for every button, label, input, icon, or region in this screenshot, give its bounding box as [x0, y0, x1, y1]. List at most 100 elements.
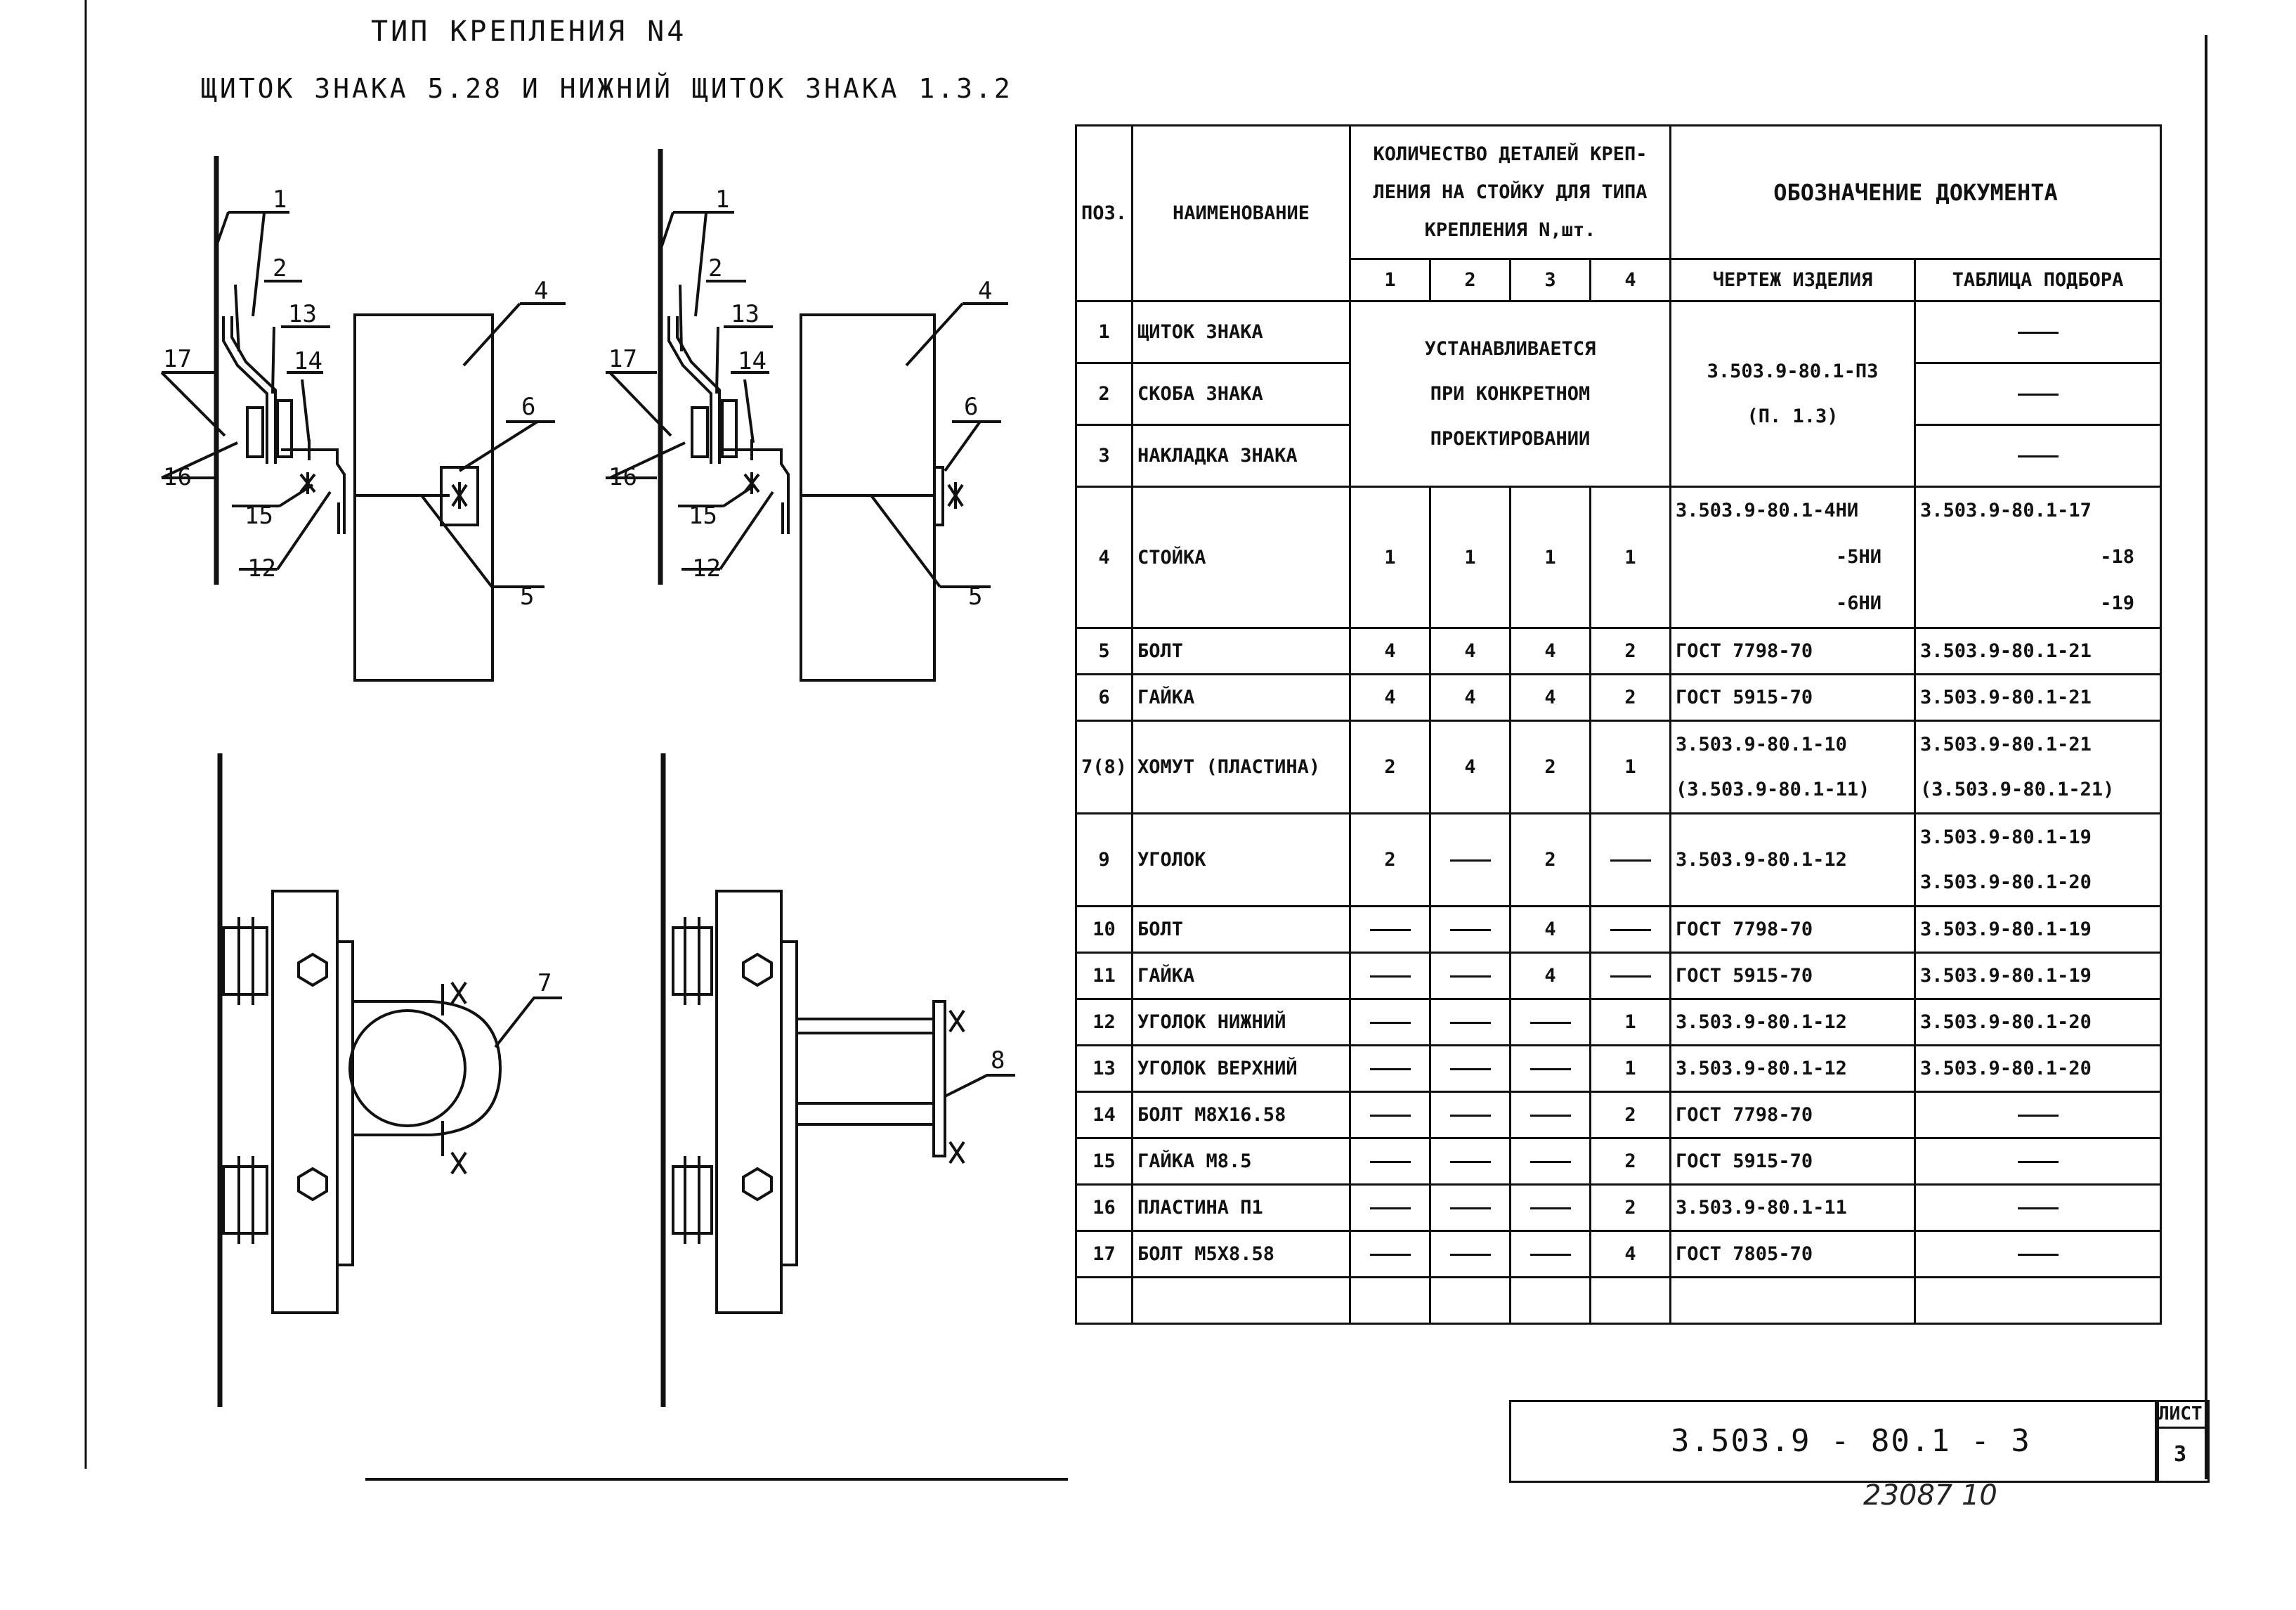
shield-drawing-line2: (П. 1.3) [1747, 405, 1839, 427]
empty-dash [1449, 1161, 1491, 1163]
row-qty-1 [1349, 905, 1431, 954]
row-selection [1914, 1276, 2163, 1325]
row-name [1131, 1276, 1351, 1325]
table-row: 9 УГОЛОК 2 2 3.503.9-80.1-12 3.503.9-80.… [1075, 812, 2163, 907]
header-type-2: 2 [1429, 258, 1511, 302]
row-selection: 3.503.9-80.1-21 [1914, 627, 2163, 675]
empty-dash [2017, 1115, 2059, 1117]
row-selection-empty [1914, 362, 2163, 426]
empty-dash [2017, 1161, 2059, 1163]
specification-table: ПОЗ. НАИМЕНОВАНИЕ КОЛИЧЕСТВО ДЕТАЛЕЙ КРЕ… [1075, 124, 2163, 1325]
row-selection: 3.503.9-80.1-19 [1914, 952, 2163, 1000]
row-qty-2 [1429, 1091, 1511, 1139]
row-qty-1 [1349, 1137, 1431, 1186]
row-selection [1914, 1183, 2163, 1232]
row-pos: 17 [1075, 1230, 1133, 1278]
row-qty-1 [1349, 1091, 1431, 1139]
callout-v2-2: 2 [708, 254, 722, 283]
row-pos: 9 [1075, 812, 1133, 907]
row-name: ГАЙКА [1131, 673, 1351, 722]
view-1-side-section [160, 156, 566, 682]
empty-dash [1449, 859, 1491, 862]
row-qty-1 [1349, 1044, 1431, 1093]
row-name: ЩИТОК ЗНАКА [1131, 300, 1351, 364]
row-qty-4: 1 [1589, 998, 1672, 1046]
row-pos: 7(8) [1075, 720, 1133, 814]
table-row: 5 БОЛТ 4 4 4 2 ГОСТ 7798-70 3.503.9-80.1… [1075, 627, 2163, 675]
empty-dash [1369, 1254, 1411, 1256]
row-qty-3 [1509, 1183, 1591, 1232]
callout-v2-15: 15 [689, 502, 717, 530]
row-selection-empty [1914, 300, 2163, 364]
table-row: 14 БОЛТ М8Х16.58 2 ГОСТ 7798-70 [1075, 1091, 2163, 1139]
empty-dash [1529, 1207, 1571, 1209]
header-qty-line3: КРЕПЛЕНИЯ N,шт. [1424, 219, 1596, 241]
row-selection-line2: -18 [2100, 546, 2135, 568]
row-name: ГАЙКА М8.5 [1131, 1137, 1351, 1186]
row-pos: 15 [1075, 1137, 1133, 1186]
row-qty-2 [1429, 1230, 1511, 1278]
row-name: НАКЛАДКА ЗНАКА [1131, 424, 1351, 488]
empty-dash [1529, 1068, 1571, 1070]
row-qty-3 [1509, 1137, 1591, 1186]
header-doc: ОБОЗНАЧЕНИЕ ДОКУМЕНТА [1669, 124, 2163, 260]
row-selection: 3.503.9-80.1-19 [1914, 905, 2163, 954]
row-qty-2 [1429, 1183, 1511, 1232]
row-qty-1 [1349, 1183, 1431, 1232]
header-qty-line1: КОЛИЧЕСТВО ДЕТАЛЕЙ КРЕП- [1373, 143, 1648, 165]
sheet-number: 3 [2174, 1442, 2187, 1467]
table-row: 11 ГАЙКА 4 ГОСТ 5915-70 3.503.9-80.1-19 [1075, 952, 2163, 1000]
row-drawing-line3: -6НИ [1835, 592, 1882, 614]
row-selection: 3.503.9-80.1-21 [1914, 673, 2163, 722]
row-selection-line3: -19 [2100, 592, 2135, 614]
row-qty-4: 1 [1589, 1044, 1672, 1093]
view-3-clamp-plan [217, 753, 562, 1407]
row-qty-2: 1 [1429, 486, 1511, 629]
row-selection-empty [1914, 424, 2163, 488]
row-name: УГОЛОК [1131, 812, 1351, 907]
row-qty-3: 4 [1509, 952, 1591, 1000]
row-name: БОЛТ [1131, 905, 1351, 954]
row-name: СКОБА ЗНАКА [1131, 362, 1351, 426]
callout-v1-16: 16 [163, 463, 192, 491]
view-2-side-section [606, 149, 1008, 682]
row-qty-3 [1509, 1044, 1591, 1093]
row-qty-3: 4 [1509, 627, 1591, 675]
header-type-4: 4 [1589, 258, 1672, 302]
row-name: ПЛАСТИНА П1 [1131, 1183, 1351, 1232]
empty-dash [1369, 1068, 1411, 1070]
row-selection: 3.503.9-80.1-21 (3.503.9-80.1-21) [1914, 720, 2163, 814]
table-row: 10 БОЛТ 4 ГОСТ 7798-70 3.503.9-80.1-19 [1075, 905, 2163, 954]
row-selection-line1: 3.503.9-80.1-17 [1920, 500, 2092, 521]
row-qty-1: 2 [1349, 720, 1431, 814]
row-qty-1: 4 [1349, 673, 1431, 722]
row-qty-3 [1509, 1091, 1591, 1139]
callout-v2-13: 13 [731, 300, 759, 328]
empty-dash [1449, 1068, 1491, 1070]
row-name: УГОЛОК ВЕРХНИЙ [1131, 1044, 1351, 1093]
drawing-title: ТИП КРЕПЛЕНИЯ N4 [371, 15, 687, 48]
header-drawing: ЧЕРТЕЖ ИЗДЕЛИЯ [1669, 258, 1917, 302]
row-drawing: 3.503.9-80.1-12 [1669, 998, 1917, 1046]
row-qty-2: 4 [1429, 720, 1511, 814]
callout-v2-1: 1 [715, 186, 729, 214]
install-note-line1: УСТАНАВЛИВАЕТСЯ [1424, 337, 1596, 360]
callout-v1-1: 1 [273, 186, 287, 214]
callout-v3-7: 7 [537, 969, 552, 997]
empty-dash [1449, 929, 1491, 931]
callout-v2-14: 14 [738, 347, 767, 375]
row-qty-4: 4 [1589, 1230, 1672, 1278]
table-row: 17 БОЛТ М5Х8.58 4 ГОСТ 7805-70 [1075, 1230, 2163, 1278]
row-selection-line2: (3.503.9-80.1-21) [1920, 778, 2115, 800]
row-name: СТОЙКА [1131, 486, 1351, 629]
row-drawing-line2: -5НИ [1835, 546, 1882, 568]
empty-dash [1449, 1207, 1491, 1209]
row-drawing: 3.503.9-80.1-12 [1669, 812, 1917, 907]
row-qty-4: 2 [1589, 673, 1672, 722]
empty-dash [2017, 1254, 2059, 1256]
row-selection-line1: 3.503.9-80.1-19 [1920, 826, 2092, 848]
row-qty-4: 1 [1589, 720, 1672, 814]
row-pos [1075, 1276, 1133, 1325]
table-row: 15 ГАЙКА М8.5 2 ГОСТ 5915-70 [1075, 1137, 2163, 1186]
row-qty-3: 4 [1509, 673, 1591, 722]
